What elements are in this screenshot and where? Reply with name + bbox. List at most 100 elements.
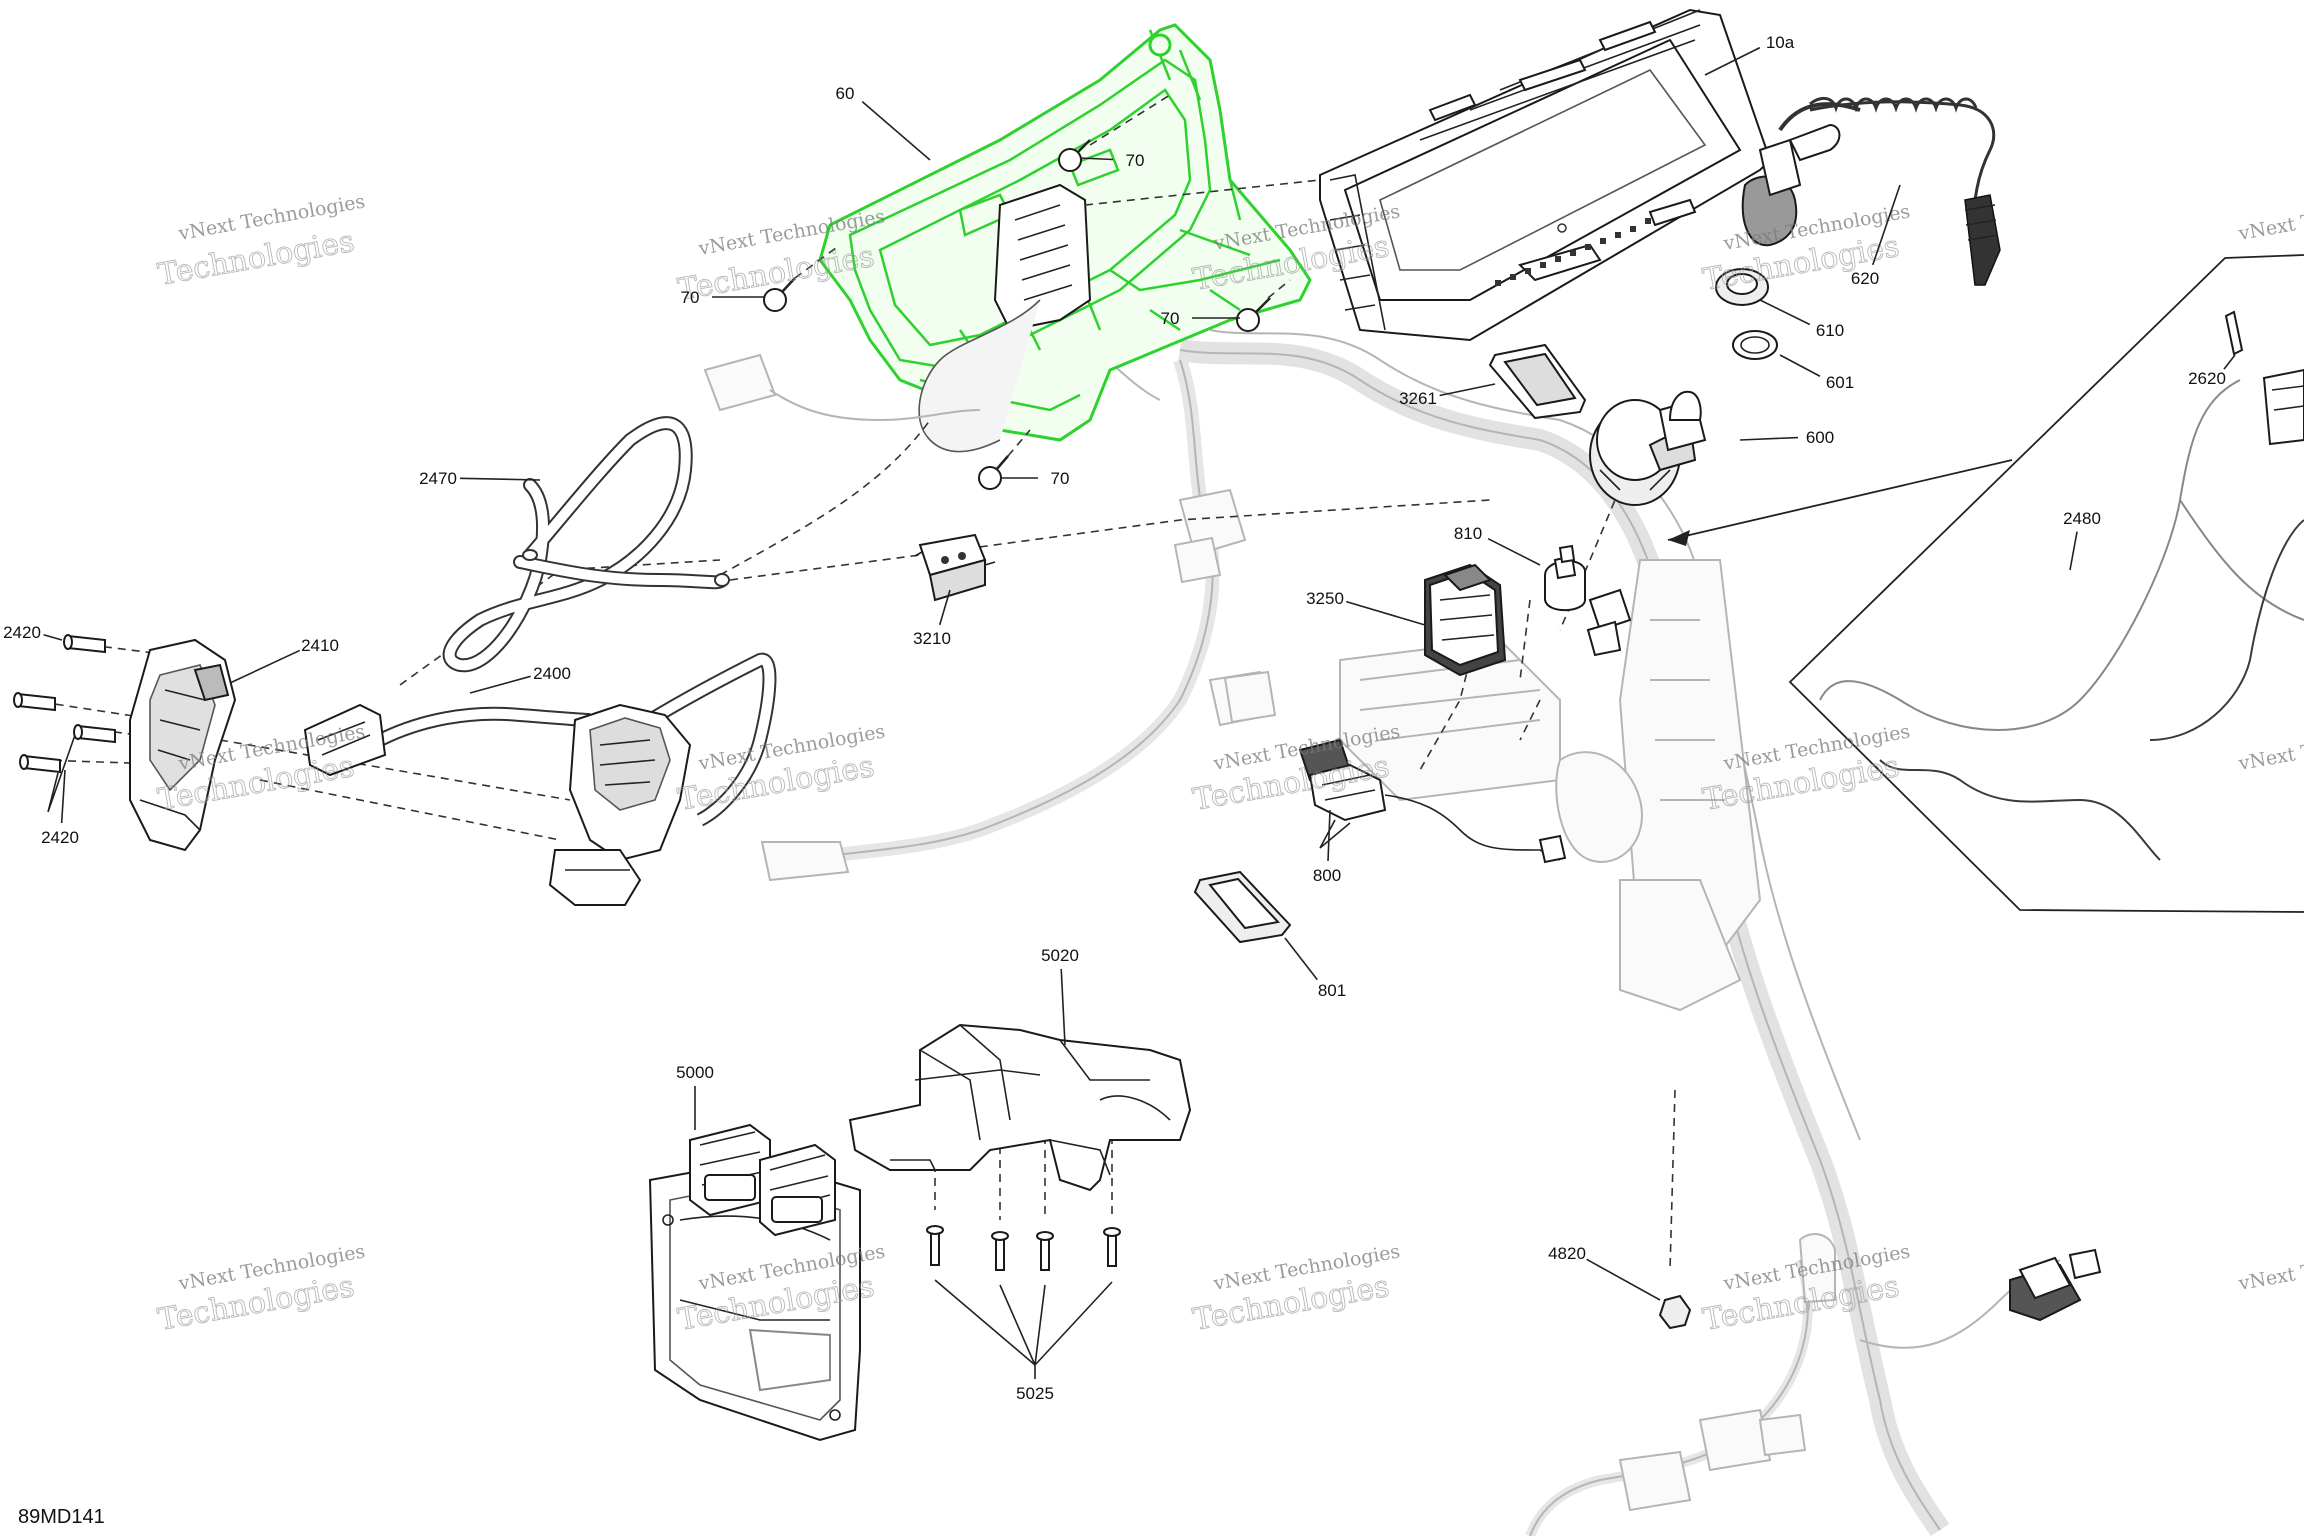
- screw-70-right: [1236, 297, 1271, 332]
- callout-label: 4820: [1548, 1244, 1586, 1263]
- nut-610: [1715, 268, 1769, 306]
- callout-2420: 2420: [41, 769, 79, 847]
- callout-leader-line: [2223, 354, 2236, 370]
- callout-2400: 2400: [469, 664, 571, 694]
- callout-4820: 4820: [1548, 1244, 1661, 1301]
- key-switch-600: [1589, 390, 1707, 506]
- callout-label: 5020: [1041, 946, 1079, 965]
- gasket-801: [1193, 870, 1292, 944]
- callout-leader-line: [2069, 531, 2078, 571]
- callout-leader-line: [1487, 537, 1541, 566]
- relay-810: [1544, 544, 1586, 612]
- callout-5000: 5000: [676, 1063, 714, 1130]
- callout-leader-line: [1739, 436, 1799, 441]
- callout-leader-line: [1284, 937, 1318, 981]
- callout-leader-line: [60, 769, 66, 824]
- callout-3261: 3261: [1399, 383, 1496, 408]
- callout-leader-line: [938, 589, 951, 626]
- connector-lower-right: [2009, 1248, 2102, 1322]
- callout-leader-line: [43, 633, 63, 641]
- callout-label: 3250: [1306, 589, 1344, 608]
- callout-610: 610: [1759, 299, 1844, 340]
- callout-5025: 5025: [1016, 1365, 1054, 1403]
- screws-5025: [926, 1225, 1121, 1366]
- callout-2410: 2410: [229, 636, 339, 684]
- callout-leader-line: [861, 101, 931, 161]
- callout-label: 3261: [1399, 389, 1437, 408]
- callout-70: 70: [1161, 309, 1240, 328]
- callout-leader-line: [1346, 600, 1426, 626]
- callout-leader-line: [459, 477, 541, 481]
- callout-70: 70: [1000, 469, 1069, 488]
- callout-3210: 3210: [913, 589, 951, 648]
- callout-label: 70: [1161, 309, 1180, 328]
- screw-70-left: [763, 277, 796, 312]
- callout-label: 620: [1851, 269, 1879, 288]
- callout-leader-line: [229, 649, 301, 684]
- callout-2420: 2420: [3, 623, 63, 642]
- callout-label: 810: [1454, 524, 1482, 543]
- callout-label: 610: [1816, 321, 1844, 340]
- callout-2480: 2480: [2063, 509, 2101, 571]
- tether-cord-620: [1741, 97, 2001, 286]
- callout-800: 800: [1313, 809, 1341, 885]
- callout-2470: 2470: [419, 469, 541, 488]
- callout-label: 2400: [533, 664, 571, 683]
- callout-801: 801: [1284, 937, 1346, 1000]
- screw-70-bottom: [978, 455, 1009, 490]
- screw-70-top: [1058, 139, 1091, 172]
- callout-60: 60: [836, 84, 931, 161]
- callout-label: 70: [1051, 469, 1070, 488]
- callout-label: 10a: [1766, 33, 1795, 52]
- callout-600: 600: [1739, 428, 1834, 447]
- callout-label: 800: [1313, 866, 1341, 885]
- wiring-harness-2470: [442, 416, 730, 673]
- callout-label: 3210: [913, 629, 951, 648]
- callout-leader-line: [1759, 299, 1811, 326]
- connector-800: [1298, 738, 1567, 864]
- callout-leader-line: [1779, 354, 1821, 377]
- callout-label: 600: [1806, 428, 1834, 447]
- screw-2420-d: [19, 754, 61, 774]
- switch-3250: [1424, 563, 1507, 677]
- callout-label: 70: [1126, 151, 1145, 170]
- ghost-connector-left: [703, 353, 981, 422]
- handlebar-switch-2400: [303, 652, 777, 906]
- nut-4820: [1658, 1294, 1692, 1330]
- callout-620: 620: [1851, 184, 1901, 288]
- callout-label: 5025: [1016, 1384, 1054, 1403]
- callout-label: 5000: [676, 1063, 714, 1082]
- callout-label: 2420: [3, 623, 41, 642]
- diagram-reference-code: 89MD141: [18, 1506, 105, 1528]
- callout-label: 2480: [2063, 509, 2101, 528]
- cluster-indicator-row: [1495, 218, 1651, 286]
- watermark-text: vNext Technologies: [2236, 1240, 2304, 1295]
- callout-leader-line: [1586, 1258, 1661, 1301]
- screw-2420-b: [13, 692, 56, 712]
- callout-601: 601: [1779, 354, 1854, 392]
- callout-label: 601: [1826, 373, 1854, 392]
- callout-label: 2410: [301, 636, 339, 655]
- watermark-text: vNext Technologies: [2236, 190, 2304, 245]
- callout-label: 2470: [419, 469, 457, 488]
- ghost-connector-mid: [1173, 536, 1277, 724]
- callout-leader-line: [1439, 383, 1496, 397]
- callout-label: 2420: [41, 828, 79, 847]
- connector-3210: [914, 533, 996, 602]
- bezel-3261: [1488, 343, 1587, 420]
- callout-leader-line: [1871, 184, 1901, 266]
- callout-label: 2620: [2188, 369, 2226, 388]
- harness-connector-center: [1586, 588, 1632, 657]
- ecu-5000: [648, 1123, 861, 1442]
- callout-70: 70: [1079, 151, 1145, 170]
- callout-leader-line: [469, 675, 531, 694]
- instrument-cluster-10a: [1319, 8, 1772, 342]
- watermark-text: vNext Technologies: [2236, 720, 2304, 775]
- screw-2420-c: [73, 724, 116, 744]
- callout-leader-line: [1060, 968, 1066, 1046]
- callout-leader-line: [1704, 46, 1761, 76]
- callout-3250: 3250: [1306, 589, 1426, 626]
- screw-2420-a: [63, 634, 106, 654]
- washer-601: [1732, 330, 1778, 360]
